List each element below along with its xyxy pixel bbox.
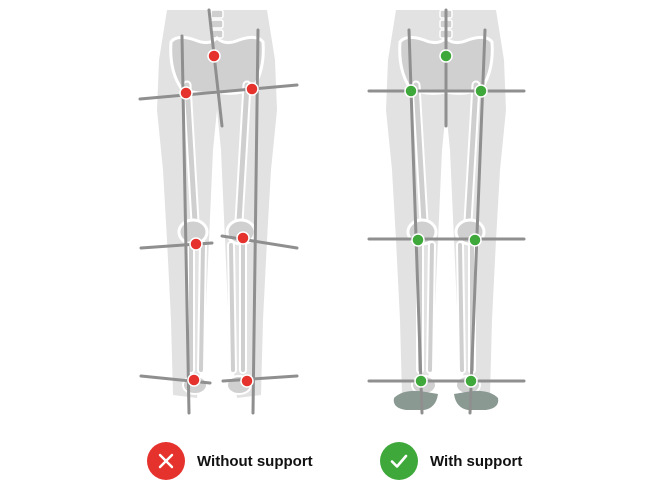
leg-alignment-diagram (138, 0, 526, 415)
joint-marker (414, 374, 428, 388)
knee-axis-right (220, 234, 299, 250)
joint-marker (474, 84, 488, 98)
right-leg-axis (251, 28, 260, 415)
spine-axis (207, 8, 224, 128)
joint-markers (179, 49, 259, 388)
figure-without-support (138, 8, 299, 415)
joint-marker (189, 237, 203, 251)
legend-with-support: With support (380, 441, 522, 481)
insoles (393, 390, 499, 410)
joint-marker (207, 49, 221, 63)
joint-marker (411, 233, 425, 247)
legend-without-support: Without support (147, 441, 313, 481)
joint-marker (187, 373, 201, 387)
joint-marker (236, 231, 250, 245)
joint-markers (404, 49, 488, 388)
joint-marker (245, 82, 259, 96)
joint-marker (468, 233, 482, 247)
legend-label-with-support: With support (430, 452, 523, 470)
legend-label-without-support: Without support (197, 452, 313, 470)
check-icon (380, 442, 418, 480)
joint-marker (179, 86, 193, 100)
ankle-axis-right (221, 374, 299, 383)
joint-marker (439, 49, 453, 63)
insole-right (454, 390, 499, 410)
joint-marker (404, 84, 418, 98)
cross-icon (147, 442, 185, 480)
joint-marker (464, 374, 478, 388)
figure-with-support (367, 10, 526, 415)
joint-marker (240, 374, 254, 388)
insole-left (393, 390, 438, 410)
